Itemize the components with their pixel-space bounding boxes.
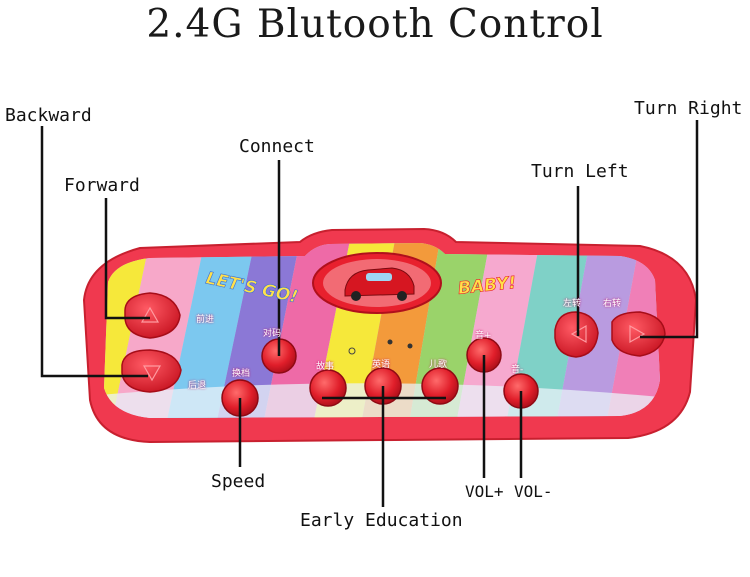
- connect-button-label: 对码: [263, 329, 282, 339]
- vol-up-callout: VOL+: [465, 482, 504, 501]
- led-dot: [387, 339, 393, 345]
- early-education-callout: Early Education: [300, 510, 463, 531]
- turn-right-callout: Turn Right: [634, 98, 743, 119]
- backward-button-label: 后退: [188, 381, 207, 391]
- right-button-label: 右转: [603, 299, 622, 309]
- turn-left-callout: Turn Left: [531, 161, 629, 182]
- led-dot: [407, 343, 413, 349]
- leader-lines: [40, 120, 699, 507]
- vol-up-button-label: 音+: [475, 331, 492, 341]
- backward-arrow-button: [121, 349, 182, 393]
- story-button-label: 故事: [316, 362, 335, 372]
- song-button: [421, 367, 459, 405]
- speed-callout: Speed: [211, 471, 266, 492]
- left-button-label: 左转: [563, 299, 582, 309]
- forward-button-label: 前进: [196, 315, 215, 325]
- backward-callout: Backward: [5, 105, 92, 126]
- song-button-label: 儿歌: [429, 360, 448, 370]
- story-button: [309, 369, 347, 407]
- english-button-label: 英语: [372, 360, 391, 370]
- backward-leader: [40, 126, 148, 378]
- forward-leader: [104, 198, 150, 320]
- mic-hole: [348, 347, 356, 355]
- forward-arrow-button: [124, 292, 181, 339]
- car-icon: [344, 267, 415, 301]
- page-title: 2.4G Blutooth Control: [146, 2, 604, 47]
- vol-down-callout: VOL-: [514, 482, 553, 501]
- turn-right-leader: [640, 120, 699, 339]
- connect-callout: Connect: [239, 136, 315, 157]
- forward-callout: Forward: [64, 175, 140, 196]
- turn-right-button: [611, 311, 666, 357]
- speed-button-label: 换档: [232, 369, 251, 379]
- vol-down-button-label: 音-: [511, 365, 524, 375]
- turn-left-button: [554, 311, 599, 358]
